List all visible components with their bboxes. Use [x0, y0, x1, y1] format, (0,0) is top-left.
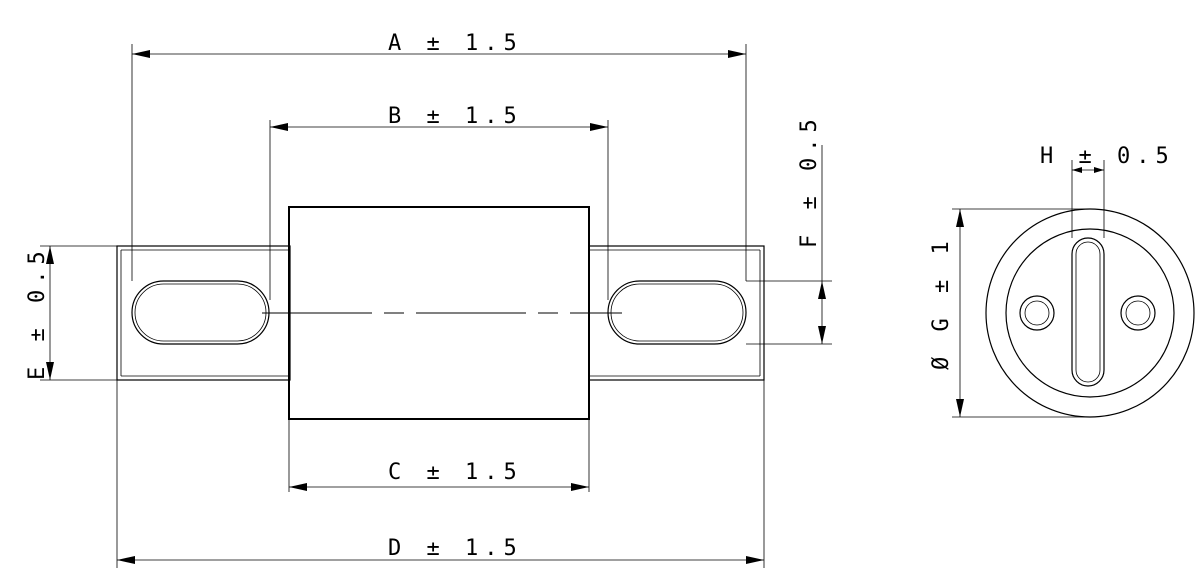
end-view-extension-lines [952, 160, 1105, 418]
dimension-h-label: H ± 0.5 [1040, 144, 1175, 169]
dimension-a-label: A ± 1.5 [388, 31, 523, 56]
dimension-e-label: E ± 0.5 [25, 245, 50, 380]
end-view [985, 208, 1195, 418]
left-hole [1019, 295, 1055, 331]
dimension-h: H ± 0.5 [1040, 144, 1175, 173]
dimension-d-label: D ± 1.5 [388, 536, 523, 561]
end-cap-inner [1005, 228, 1175, 398]
dimension-c-label: C ± 1.5 [388, 460, 523, 485]
dimension-b: B ± 1.5 [270, 104, 608, 131]
right-terminal-tab [588, 245, 765, 381]
left-mounting-slot [131, 280, 270, 345]
side-view [116, 206, 765, 420]
dimension-a: A ± 1.5 [132, 31, 746, 58]
dimension-f-label: F ± 0.5 [797, 113, 822, 248]
right-mounting-slot [607, 280, 747, 345]
right-hole [1120, 295, 1156, 331]
extension-lines [40, 44, 832, 568]
dimension-g-label: Ø G ± 1 [929, 235, 954, 370]
dimension-f: F ± 0.5 [797, 113, 826, 344]
center-slot [1071, 237, 1105, 387]
dimension-g: Ø G ± 1 [929, 209, 964, 417]
dimension-b-label: B ± 1.5 [388, 104, 523, 129]
dimension-c: C ± 1.5 [289, 460, 589, 491]
dimension-d: D ± 1.5 [117, 536, 764, 564]
dimension-e: E ± 0.5 [25, 245, 54, 380]
